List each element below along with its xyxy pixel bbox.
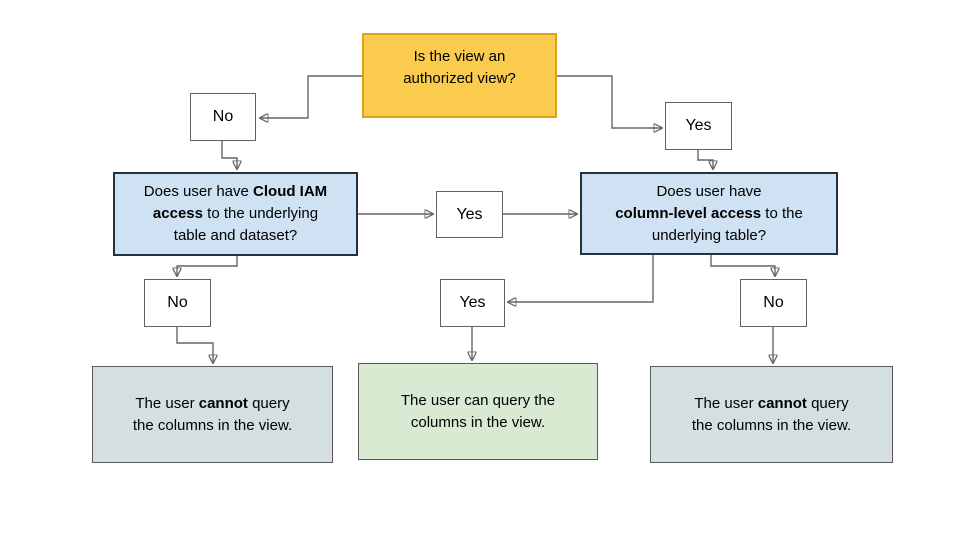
branch-label: No bbox=[763, 294, 784, 311]
node-text-line: the columns in the view. bbox=[692, 415, 851, 437]
node-text: Does user have bbox=[143, 183, 254, 200]
node-text: The user can query the bbox=[400, 391, 556, 409]
result-cannot-query-right-node: The user cannot query the columns in the… bbox=[650, 366, 893, 463]
node-text: The user bbox=[135, 394, 199, 412]
node-text-line: The user can query the bbox=[401, 390, 555, 412]
connector-col-to-no bbox=[710, 255, 775, 275]
connector-no-to-result-left bbox=[176, 327, 213, 362]
question-column-level-node: Does user have column-level access to th… bbox=[580, 172, 838, 255]
branch-label: Yes bbox=[459, 294, 486, 311]
branch-label: No bbox=[212, 108, 234, 125]
node-text: Does user have bbox=[656, 182, 762, 200]
node-text-line: authorized view? bbox=[403, 68, 516, 90]
node-text: the columns in the view. bbox=[691, 416, 852, 434]
node-text-line: access to the underlying bbox=[153, 203, 318, 225]
node-text-line: columns in the view. bbox=[411, 412, 545, 434]
connector-iam-to-no bbox=[177, 256, 238, 275]
branch-label: No bbox=[167, 294, 188, 311]
result-can-query-node: The user can query the columns in the vi… bbox=[358, 363, 598, 460]
node-text-line: The user cannot query bbox=[135, 393, 289, 415]
node-text-line: underlying table? bbox=[652, 225, 766, 247]
node-text-line: column-level access to the bbox=[615, 203, 803, 225]
node-text-bold: access bbox=[152, 205, 203, 222]
node-text: The user bbox=[694, 394, 758, 412]
node-text-bold: Cloud IAM bbox=[253, 183, 328, 200]
branch-label: Yes bbox=[456, 205, 483, 223]
branch-no-label-box: No bbox=[190, 93, 256, 141]
result-cannot-query-left-node: The user cannot query the columns in the… bbox=[92, 366, 333, 463]
branch-yes-label-box: Yes bbox=[665, 102, 732, 150]
node-text: table and dataset? bbox=[173, 227, 298, 244]
node-text: authorized view? bbox=[403, 70, 516, 87]
connector-no-to-iam-question bbox=[221, 141, 237, 168]
node-text-line: table and dataset? bbox=[174, 225, 297, 247]
col-yes-label-box: Yes bbox=[440, 279, 505, 327]
mid-yes-label-box: Yes bbox=[436, 191, 503, 238]
connector-col-to-yes bbox=[509, 255, 654, 302]
node-text: query bbox=[247, 394, 290, 412]
node-text: columns in the view. bbox=[410, 413, 546, 431]
node-text-line: the columns in the view. bbox=[133, 415, 292, 437]
node-text-bold: column-level access bbox=[615, 204, 762, 222]
node-text-bold: cannot bbox=[198, 394, 248, 412]
node-text-line: Does user have Cloud IAM bbox=[144, 181, 327, 203]
node-text: to the underlying bbox=[202, 205, 319, 222]
connector-start-to-yes bbox=[557, 75, 661, 128]
connector-yes-to-col-question bbox=[697, 150, 713, 168]
col-no-label-box: No bbox=[740, 279, 807, 327]
connector-start-to-no bbox=[261, 75, 362, 118]
branch-label: Yes bbox=[685, 117, 712, 134]
node-text: to the bbox=[761, 204, 803, 222]
start-question-node: Is the view an authorized view? bbox=[362, 33, 557, 118]
question-cloud-iam-node: Does user have Cloud IAM access to the u… bbox=[113, 172, 358, 256]
node-text-line: Does user have bbox=[656, 181, 761, 203]
node-text: Is the view an bbox=[413, 48, 506, 65]
node-text-line: The user cannot query bbox=[694, 393, 848, 415]
node-text: query bbox=[806, 394, 849, 412]
node-text: underlying table? bbox=[651, 226, 767, 244]
node-text-line: Is the view an bbox=[414, 46, 506, 68]
node-text: the columns in the view. bbox=[132, 416, 293, 434]
node-text-bold: cannot bbox=[757, 394, 807, 412]
iam-no-label-box: No bbox=[144, 279, 211, 327]
